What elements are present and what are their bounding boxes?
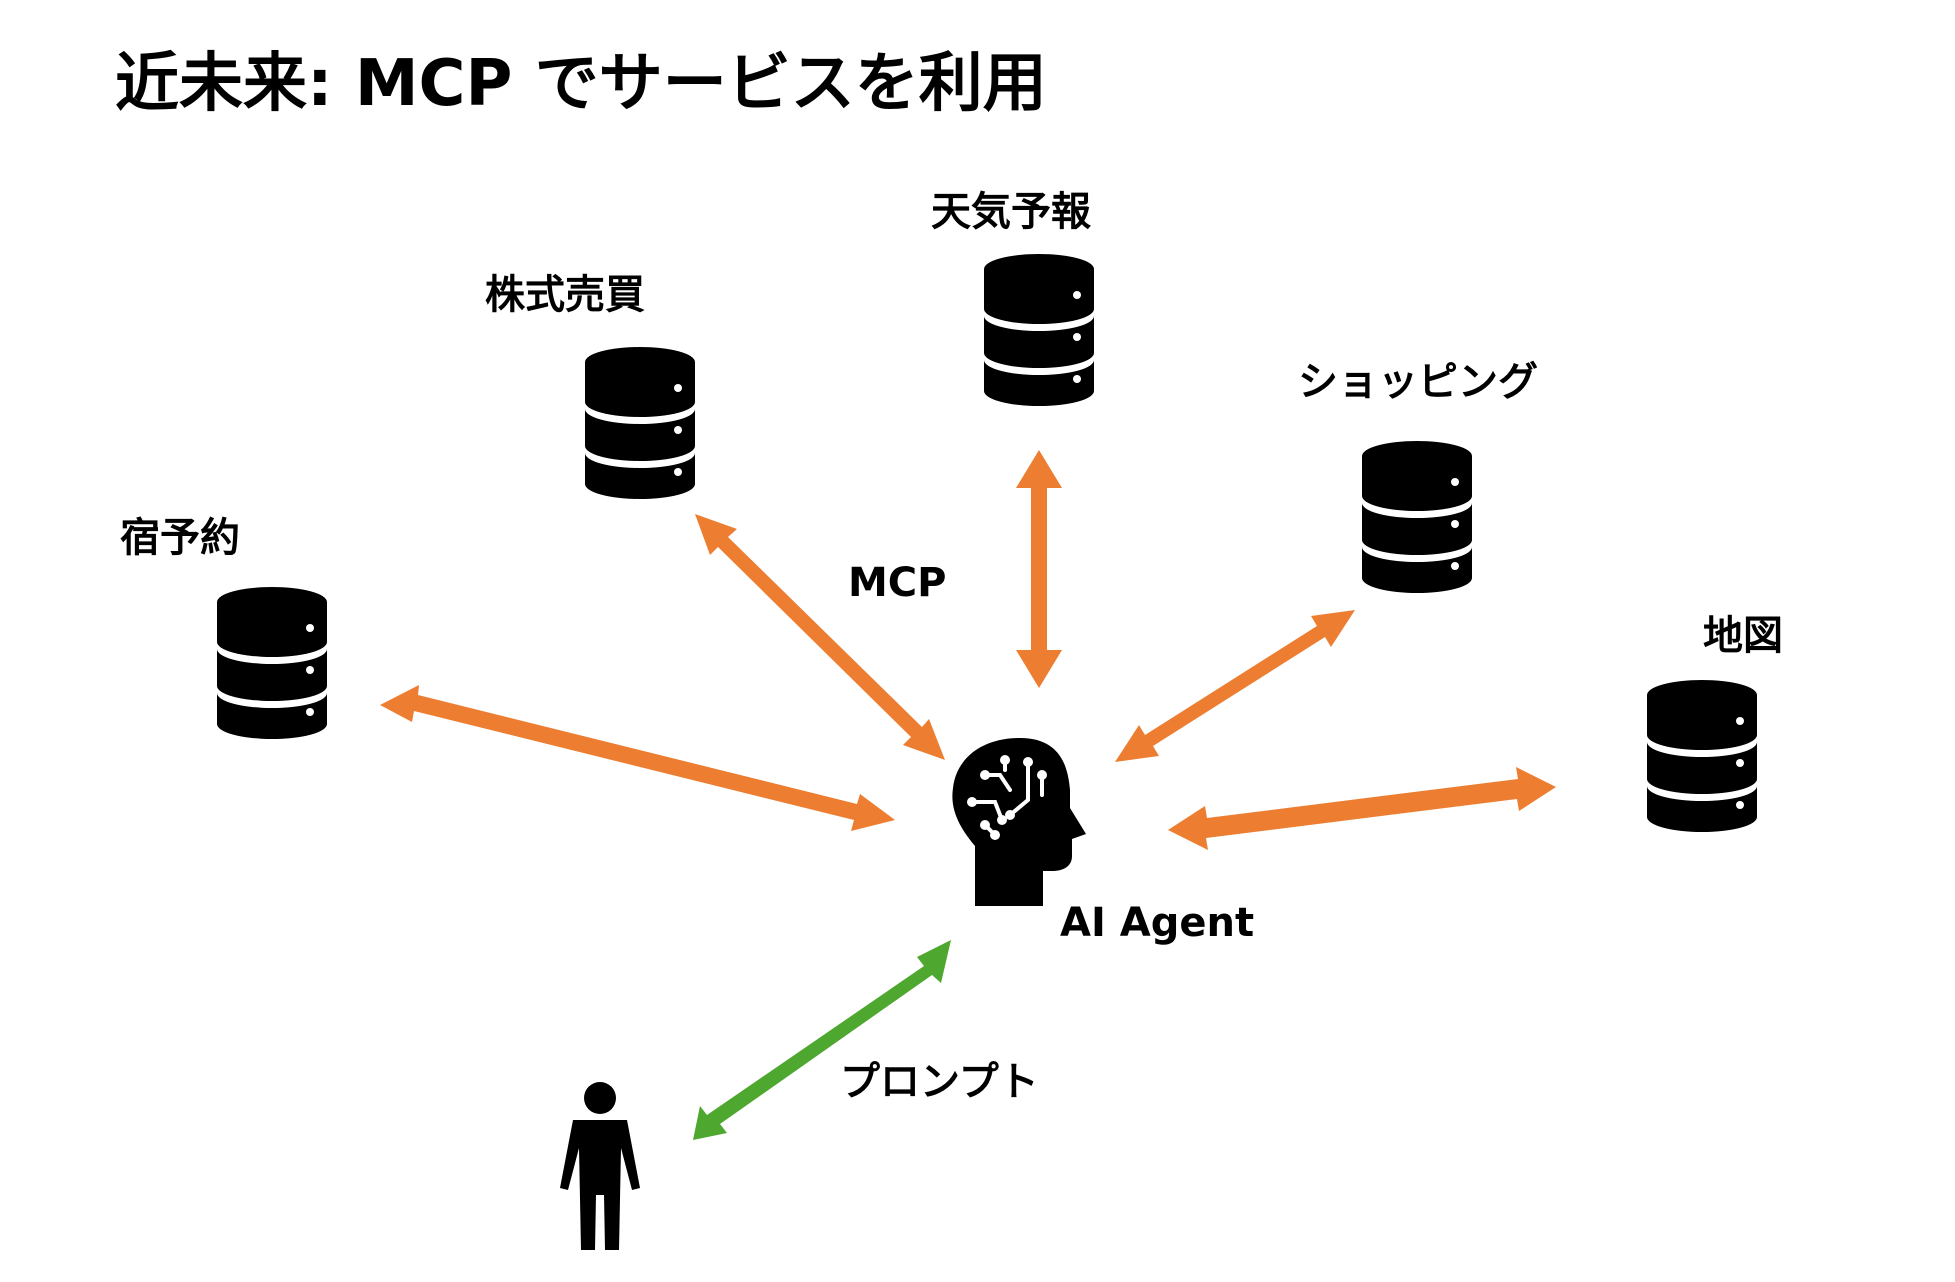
arrow-hotel [380,685,895,831]
arrow-prompt [693,940,951,1140]
ai-head-icon [952,738,1086,906]
prompt-label: プロンプト [840,1059,1039,1105]
person-icon [560,1082,640,1250]
database-icon-map [1647,680,1757,832]
mcp-label: MCP [848,560,947,606]
arrow-shopping [1115,610,1355,762]
service-label-hotel: 宿予約 [120,515,240,561]
database-icon-shopping [1362,441,1472,593]
arrow-stock [695,514,945,760]
page-title: 近未来: MCP でサービスを利用 [115,47,1047,121]
arrow-weather [1016,450,1062,688]
database-icon-weather [984,254,1094,406]
database-icon-hotel [217,587,327,739]
ai-agent-label: AI Agent [1060,900,1255,946]
service-label-shopping: ショッピング [1298,359,1538,405]
service-label-weather: 天気予報 [931,189,1091,235]
service-label-map: 地図 [1703,613,1783,659]
arrow-map [1168,767,1556,850]
service-label-stock: 株式売買 [485,272,645,318]
mcp-arrows [380,450,1556,850]
database-icon-stock [585,347,695,499]
